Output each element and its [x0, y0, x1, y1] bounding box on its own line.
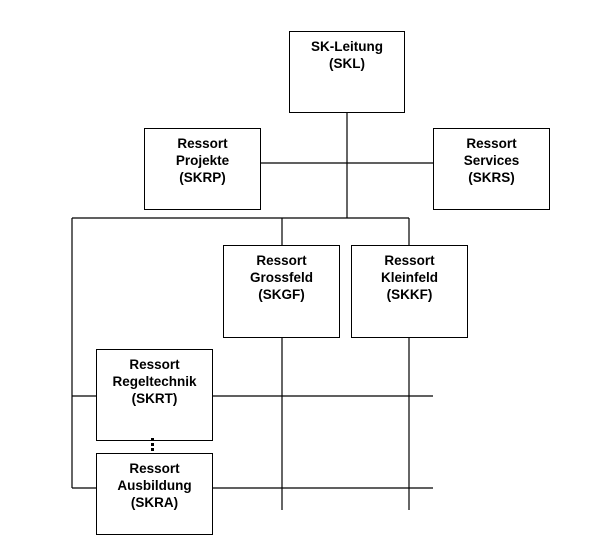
box-skkf-name: Kleinfeld [380, 270, 438, 285]
box-skra: Ressort Ausbildung (SKRA) [96, 453, 213, 535]
box-skrs-code: (SKRS) [468, 170, 515, 185]
box-skrp-title: Ressort [177, 136, 228, 151]
box-skl-title: SK-Leitung [311, 39, 383, 54]
box-skrt: Ressort Regeltechnik (SKRT) [96, 349, 213, 441]
box-skrs: Ressort Services (SKRS) [433, 128, 550, 210]
box-skrt-name: Regeltechnik [112, 374, 197, 389]
box-skra-title: Ressort [129, 461, 180, 476]
box-skgf: Ressort Grossfeld (SKGF) [223, 245, 340, 338]
box-skl-code: (SKL) [329, 56, 365, 71]
box-skl: SK-Leitung (SKL) [289, 31, 405, 113]
box-skkf-title: Ressort [384, 253, 435, 268]
box-skrp: Ressort Projekte (SKRP) [144, 128, 261, 210]
box-skgf-title: Ressort [256, 253, 307, 268]
box-skrs-name: Services [463, 153, 520, 168]
box-skra-name: Ausbildung [117, 478, 192, 493]
box-skrp-name: Projekte [175, 153, 230, 168]
box-skrs-title: Ressort [466, 136, 517, 151]
box-skrp-code: (SKRP) [179, 170, 226, 185]
box-skrt-code: (SKRT) [131, 391, 178, 406]
box-skrt-title: Ressort [129, 357, 180, 372]
ellipsis-dots [148, 436, 156, 452]
box-skra-code: (SKRA) [130, 495, 179, 510]
box-skgf-name: Grossfeld [249, 270, 314, 285]
box-skgf-code: (SKGF) [258, 287, 305, 302]
box-skkf-code: (SKKF) [386, 287, 433, 302]
box-skkf: Ressort Kleinfeld (SKKF) [351, 245, 468, 338]
